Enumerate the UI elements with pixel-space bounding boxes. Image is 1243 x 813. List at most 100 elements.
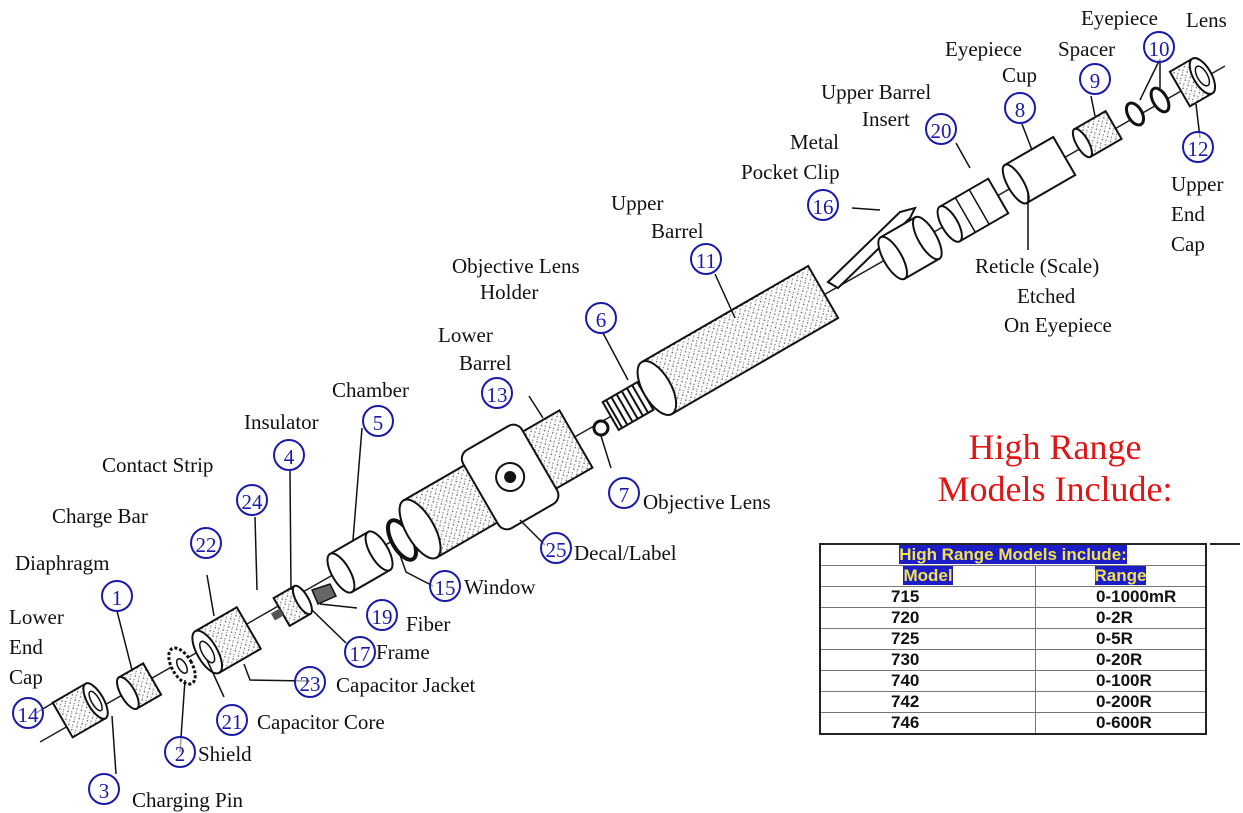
model-cell: 740 bbox=[819, 670, 1036, 692]
callout-12: 12 bbox=[1182, 131, 1214, 163]
shield-part bbox=[167, 646, 197, 686]
callout-25: 25 bbox=[540, 532, 572, 564]
pocket-clip-part bbox=[826, 206, 917, 290]
header-model-cell: Model bbox=[819, 565, 1036, 587]
insulator-part bbox=[270, 584, 313, 628]
model-cell: 742 bbox=[819, 691, 1036, 713]
label-upper-end-cap-3: Cap bbox=[1171, 232, 1205, 256]
table-title-row: High Range Models include: bbox=[819, 543, 1207, 566]
upper-barrel-insert-part bbox=[936, 177, 1010, 243]
callout-10: 10 bbox=[1143, 31, 1175, 63]
callout-14: 14 bbox=[12, 697, 44, 729]
models-table: High Range Models include: Model Range 7… bbox=[819, 543, 1207, 735]
callout-5: 5 bbox=[362, 405, 394, 437]
range-cell: 0-600R bbox=[1035, 712, 1207, 735]
upper-barrel-part bbox=[636, 264, 840, 416]
model-cell: 715 bbox=[819, 586, 1036, 608]
heading-line-2: Models Include: bbox=[937, 469, 1173, 509]
label-upper-end-cap-1: Upper bbox=[1171, 172, 1224, 196]
label-lower-end-cap-2: End bbox=[9, 635, 43, 659]
clip-collar-part bbox=[877, 215, 943, 281]
label-fiber: Fiber bbox=[406, 612, 451, 636]
lower-end-cap-part bbox=[51, 682, 109, 739]
fiber-frame-part bbox=[310, 583, 338, 605]
callout-24: 24 bbox=[236, 484, 268, 516]
table-title-cell: High Range Models include: bbox=[819, 543, 1207, 566]
label-frame: Frame bbox=[376, 640, 430, 664]
range-cell: 0-2R bbox=[1035, 607, 1207, 629]
model-cell: 720 bbox=[819, 607, 1036, 629]
header-model: Model bbox=[903, 566, 953, 585]
callout-22: 22 bbox=[190, 527, 222, 559]
label-pocket-clip-1: Metal bbox=[790, 130, 839, 154]
range-cell: 0-5R bbox=[1035, 628, 1207, 650]
callout-9: 9 bbox=[1079, 63, 1111, 95]
lens-part-b bbox=[1149, 86, 1171, 114]
table-title: High Range Models include: bbox=[899, 545, 1127, 564]
upper-end-cap-part bbox=[1168, 57, 1217, 108]
label-lens: Lens bbox=[1186, 8, 1227, 32]
label-pocket-clip-2: Pocket Clip bbox=[741, 160, 840, 184]
eyepiece-cup-part bbox=[1001, 135, 1077, 205]
label-upper-barrel-1: Upper bbox=[611, 191, 664, 215]
label-eyepiece-spacer-2: Spacer bbox=[1058, 37, 1116, 61]
heading-line-1: High Range bbox=[968, 427, 1142, 467]
label-lower-end-cap-3: Cap bbox=[9, 665, 43, 689]
callout-16: 16 bbox=[807, 189, 839, 221]
callout-21: 21 bbox=[216, 704, 248, 736]
callout-1: 1 bbox=[101, 580, 133, 612]
callout-8: 8 bbox=[1004, 92, 1036, 124]
diaphragm-part bbox=[116, 662, 163, 710]
label-insulator: Insulator bbox=[244, 410, 319, 434]
label-lower-barrel-2: Barrel bbox=[459, 351, 512, 375]
model-cell: 730 bbox=[819, 649, 1036, 671]
range-cell: 0-100R bbox=[1035, 670, 1207, 692]
callout-4: 4 bbox=[273, 439, 305, 471]
callout-19: 19 bbox=[366, 599, 398, 631]
callout-11: 11 bbox=[690, 243, 722, 275]
callout-17: 17 bbox=[344, 636, 376, 668]
label-reticle-2: Etched bbox=[1017, 284, 1076, 308]
callout-20: 20 bbox=[925, 113, 957, 145]
label-upper-barrel-insert-2: Insert bbox=[862, 107, 910, 131]
range-cell: 0-200R bbox=[1035, 691, 1207, 713]
label-charging-pin: Charging Pin bbox=[132, 788, 244, 812]
callout-7: 7 bbox=[608, 477, 640, 509]
lower-barrel-part bbox=[398, 409, 594, 560]
label-window: Window bbox=[464, 575, 536, 599]
callout-15: 15 bbox=[429, 570, 461, 602]
callout-2: 2 bbox=[164, 736, 196, 768]
leader-lines bbox=[35, 58, 1201, 775]
range-cell: 0-20R bbox=[1035, 649, 1207, 671]
capacitor-jacket-part bbox=[191, 605, 263, 675]
label-chamber: Chamber bbox=[332, 378, 409, 402]
label-lower-barrel-1: Lower bbox=[438, 323, 493, 347]
callout-23: 23 bbox=[294, 666, 326, 698]
label-reticle-3: On Eyepiece bbox=[1004, 313, 1112, 337]
header-range: Range bbox=[1094, 566, 1147, 585]
eyepiece-spacer-part bbox=[1071, 109, 1123, 159]
callout-13: 13 bbox=[481, 377, 513, 409]
label-shield: Shield bbox=[198, 742, 252, 766]
label-charge-bar: Charge Bar bbox=[52, 504, 148, 528]
callout-3: 3 bbox=[88, 773, 120, 805]
label-eyepiece-cup-2: Cup bbox=[1002, 63, 1038, 87]
model-cell: 725 bbox=[819, 628, 1036, 650]
label-decal: Decal/Label bbox=[574, 541, 677, 565]
callout-6: 6 bbox=[585, 302, 617, 334]
header-range-cell: Range bbox=[1035, 565, 1207, 587]
label-diaphragm: Diaphragm bbox=[15, 551, 110, 575]
label-contact-strip: Contact Strip bbox=[102, 453, 214, 477]
lens-part-a bbox=[1124, 101, 1146, 127]
chamber-part bbox=[326, 530, 394, 594]
label-capacitor-core: Capacitor Core bbox=[257, 710, 385, 734]
table-header-row: Model Range bbox=[819, 565, 1207, 587]
label-objective-lens-holder-1: Objective Lens bbox=[452, 254, 580, 278]
